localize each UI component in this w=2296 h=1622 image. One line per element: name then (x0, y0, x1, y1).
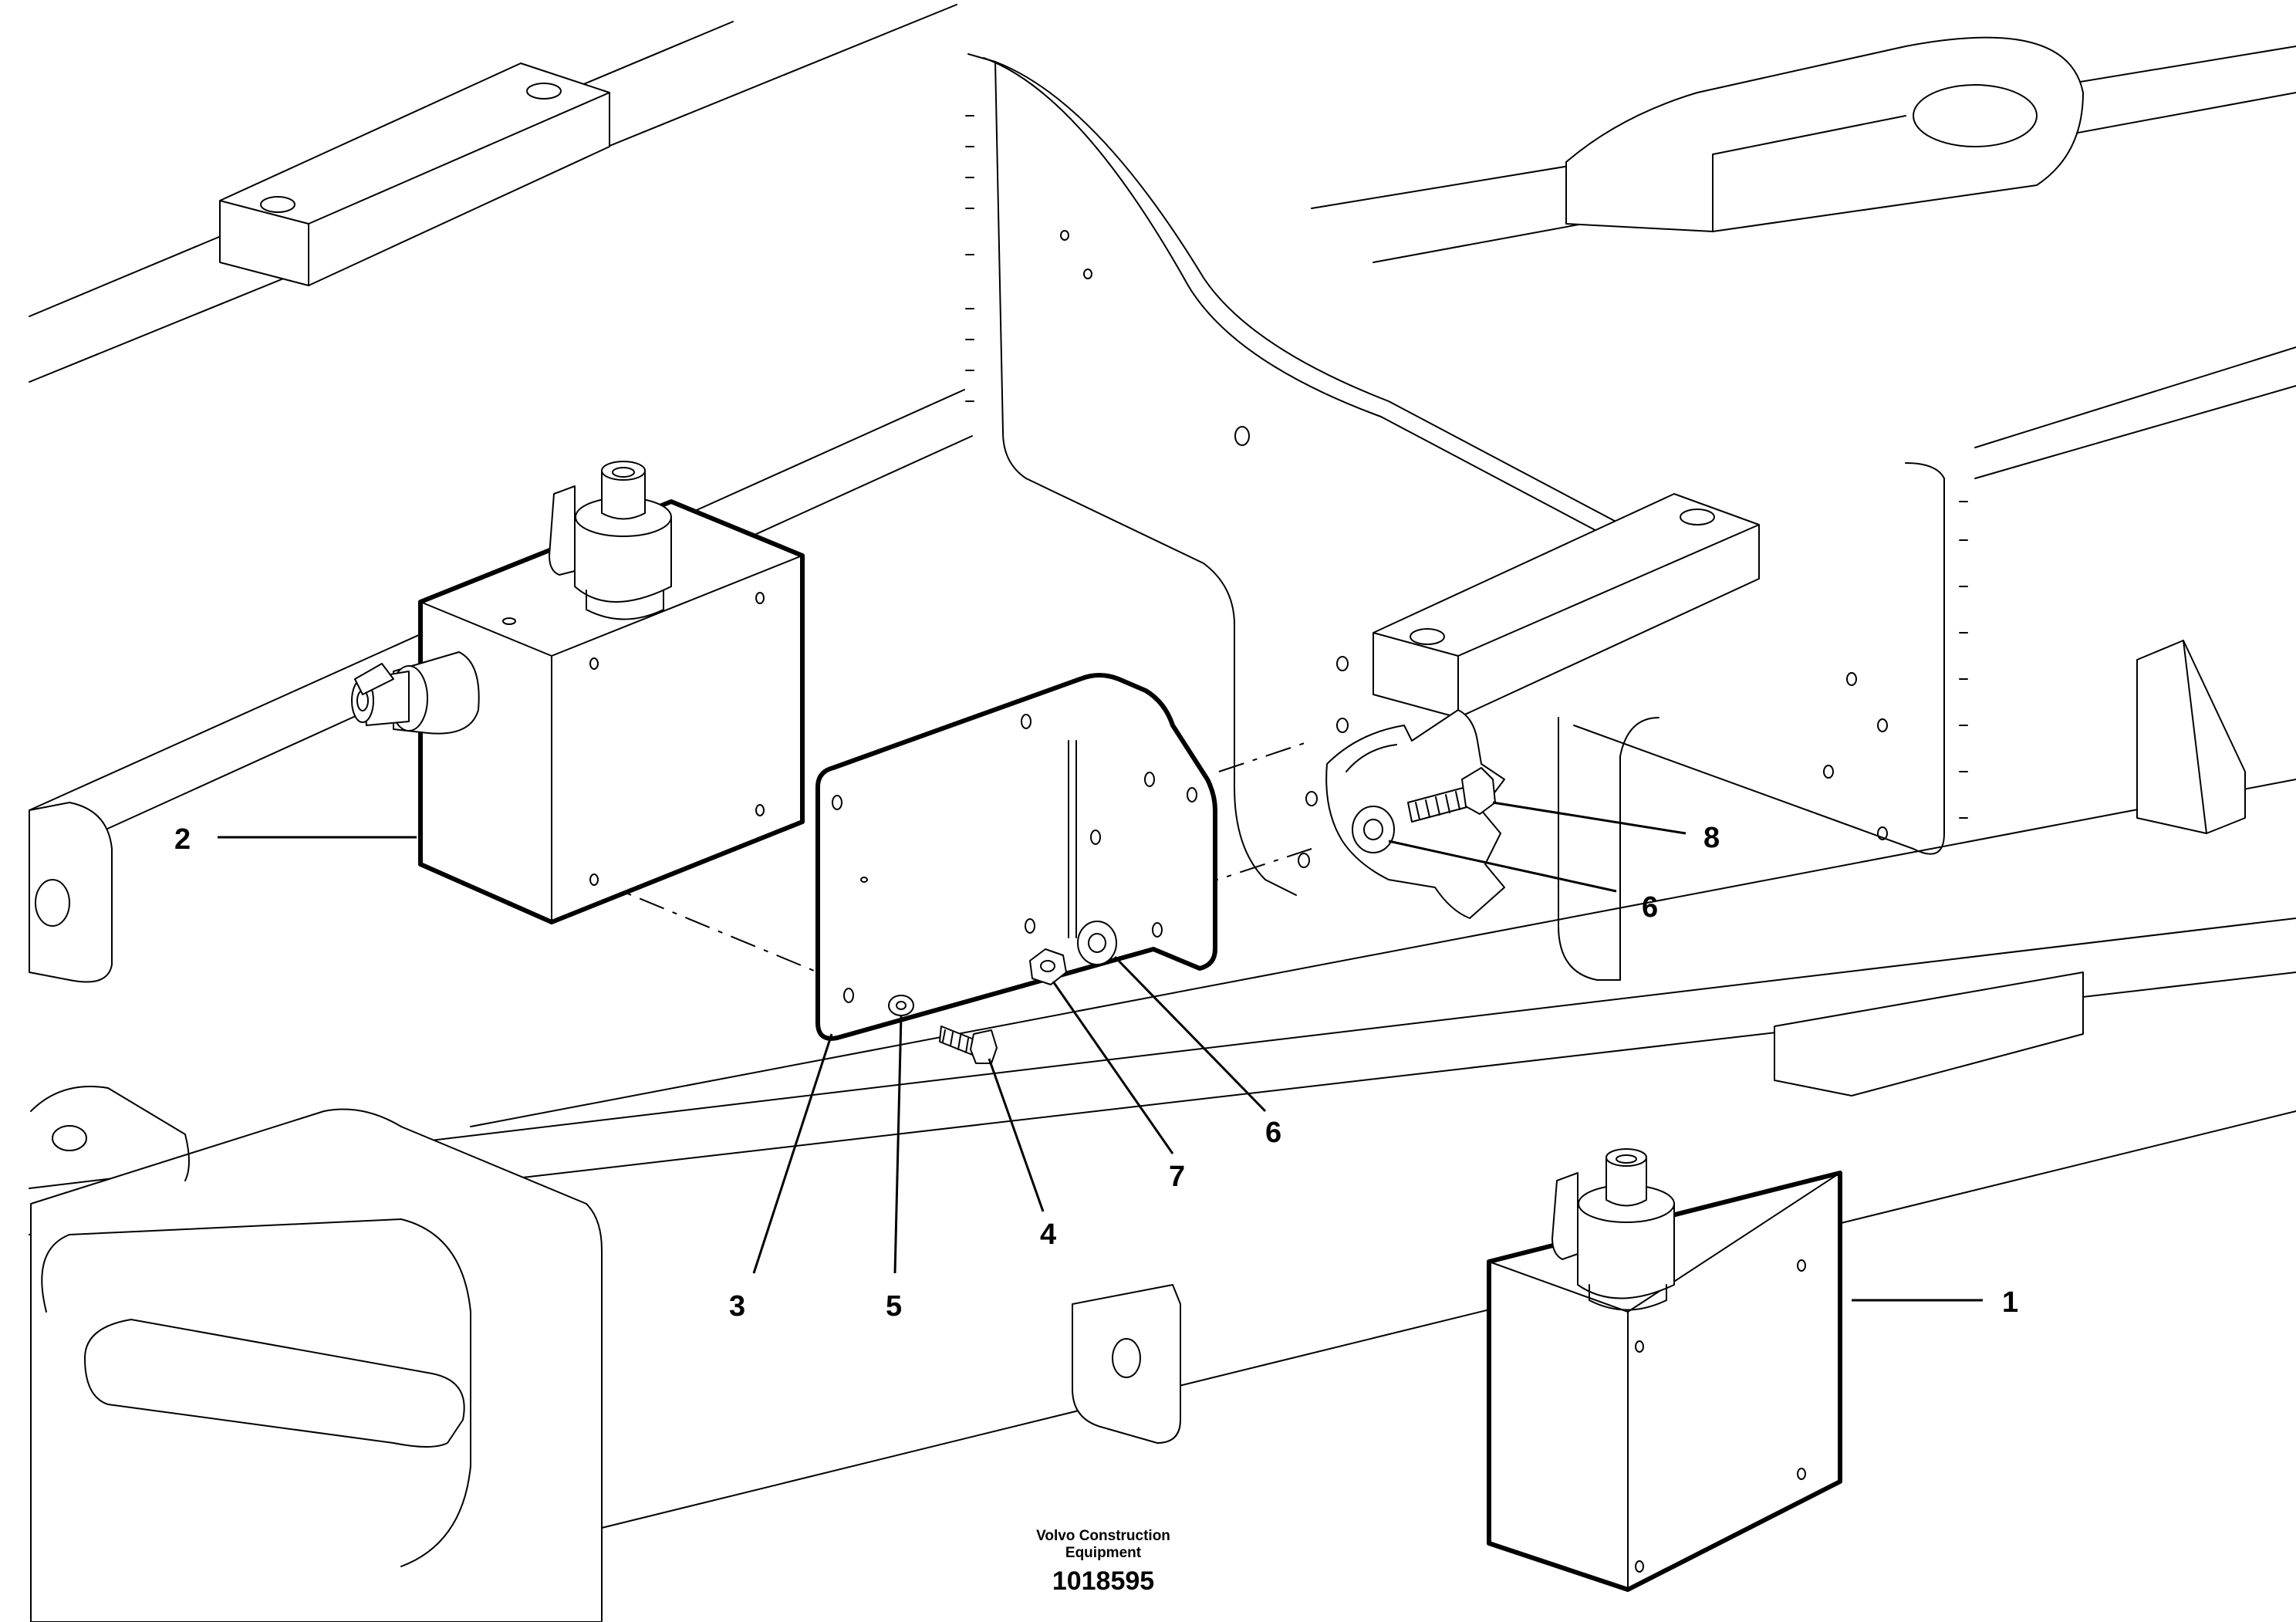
part-7-nut (1029, 948, 1067, 985)
footer-reference-number: 1018595 (1052, 1566, 1155, 1596)
callout-7: 7 (1169, 1161, 1185, 1193)
callout-6-lower: 6 (1265, 1117, 1281, 1149)
solenoid-part-1 (1551, 1148, 1675, 1311)
part-2-valve-block (351, 461, 805, 924)
solenoid-top (549, 461, 672, 620)
part-6-washer-lower (1077, 921, 1117, 965)
callout-3: 3 (729, 1290, 745, 1323)
callout-2: 2 (174, 823, 191, 856)
part-5-washer (888, 995, 914, 1016)
callout-8: 8 (1703, 822, 1720, 854)
callout-4: 4 (1040, 1218, 1056, 1251)
part-6-washer-upper (1352, 806, 1395, 853)
footer-company-line-2: Equipment (1065, 1545, 1142, 1561)
part-4-bolt (939, 1026, 998, 1064)
leader-lines (218, 801, 1983, 1302)
machine-frame (29, 4, 2296, 1622)
callout-5: 5 (886, 1290, 902, 1323)
part-1-valve-block (1487, 1148, 1842, 1592)
solenoid-side (351, 651, 480, 735)
diagram-footer: Volvo Construction Equipment 1018595 (988, 1528, 1219, 1597)
callout-labels: 2 1 3 5 4 7 6 6 8 (174, 822, 2018, 1323)
callout-1: 1 (2002, 1286, 2018, 1319)
footer-company-line-1: Volvo Construction (1036, 1528, 1170, 1544)
part-3-bracket-plate (815, 673, 1217, 1041)
callout-6-upper: 6 (1642, 891, 1658, 924)
